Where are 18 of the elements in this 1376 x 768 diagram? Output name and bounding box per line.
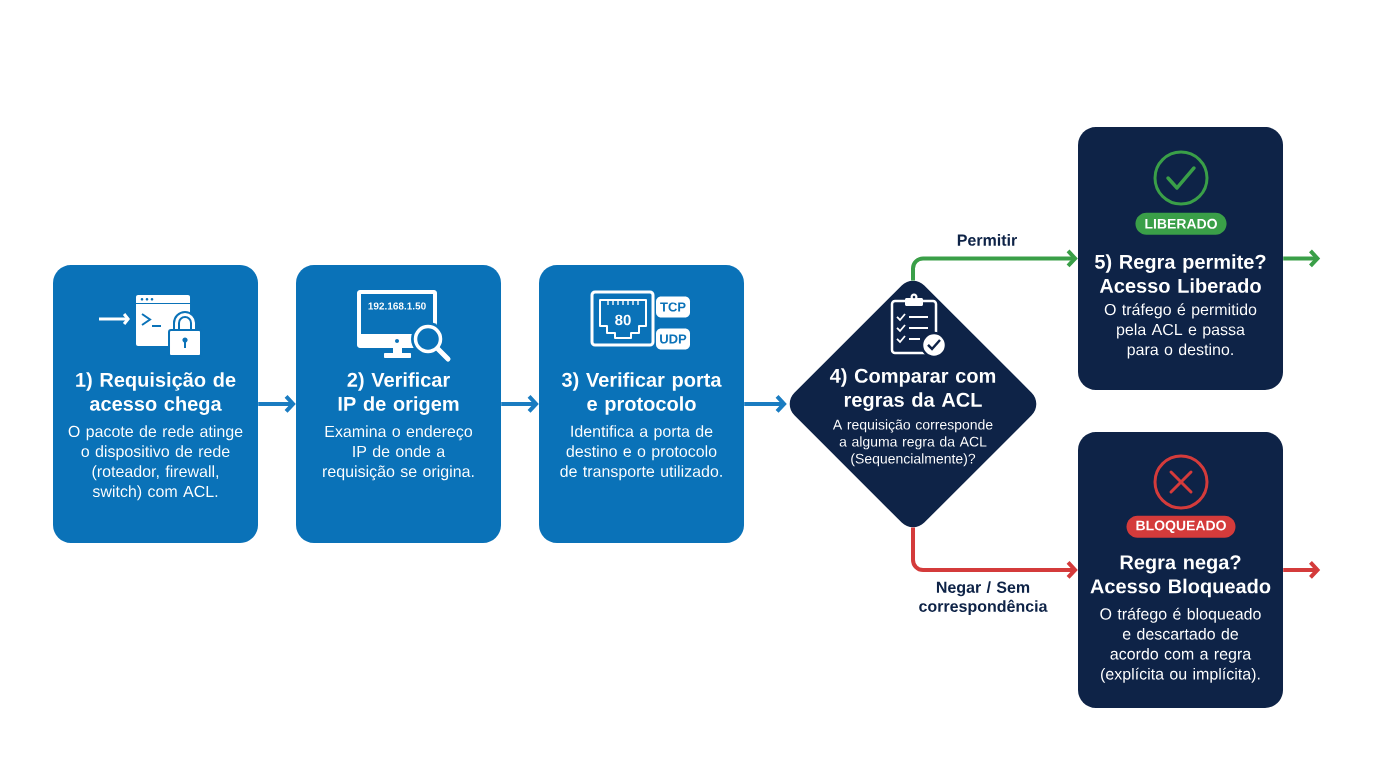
- edge-label: Negar / Sem correspondência: [906, 579, 1060, 618]
- step-title: 5) Regra permite? Acesso Liberado: [1095, 254, 1266, 293]
- step-description: O tráfego é bloqueado e descartado de acordo com a regra (explícita ou implícita).: [1100, 607, 1261, 683]
- step-title: 3) Verificar porta e protocolo: [561, 372, 722, 415]
- step-description: A requisição corresponde a alguma regra da ACL (Sequencialmente)?: [832, 419, 993, 467]
- edge-label: Permitir: [954, 232, 1020, 248]
- port-number: 80: [615, 314, 631, 326]
- step-description: Examina o endereço IP de onde a requisição se origina.: [323, 425, 474, 481]
- step-description: Identifica a porta de destino e o protocolo de transporte utilizado.: [560, 425, 722, 481]
- protocol-tag: TCP: [656, 296, 690, 318]
- step-title: 4) Comparar com regras da ACL: [829, 368, 996, 411]
- protocol-tag: UDP: [656, 328, 690, 350]
- step-title: Regra nega? Acesso Bloqueado: [1090, 555, 1271, 598]
- step-title: 1) Requisição de acesso chega: [76, 372, 236, 415]
- step-description: O tráfego é permitido pela ACL e passa para o destino.: [1104, 303, 1257, 359]
- ip-address-text: 192.168.1.50: [368, 302, 426, 310]
- step-title: 2) Verificar IP de origem: [338, 372, 459, 415]
- step-description: O pacote de rede atinge o dispositivo de rede (roteador, firewall, switch) com ACL.: [68, 425, 243, 501]
